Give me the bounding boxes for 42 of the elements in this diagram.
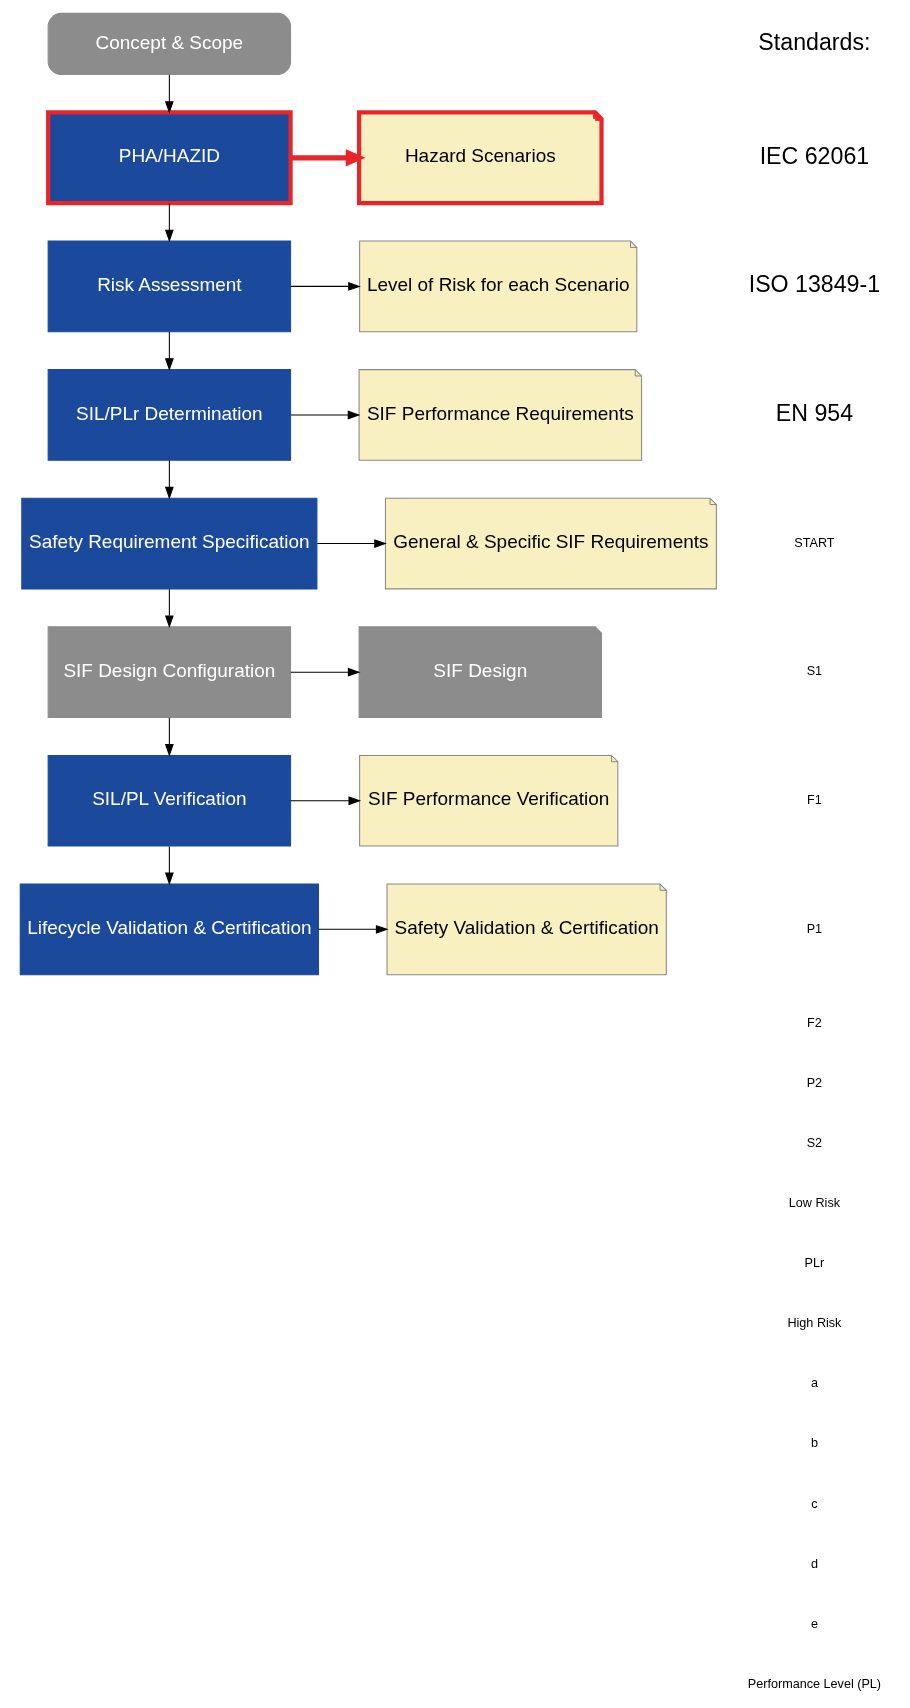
label: P1 [806,921,823,936]
arrow [290,281,361,291]
label: START [794,535,835,550]
arrow [164,845,174,885]
node-box: Risk Assessment [47,240,292,332]
label: e [810,1616,818,1631]
label: PLr [804,1255,825,1270]
label: IEC 62061 [759,142,870,169]
arrow [164,331,174,371]
node-box: PHA/HAZID [46,109,293,205]
node-box: SIL/PLr Determination [47,368,292,461]
arrow [164,73,174,114]
label: S1 [806,663,823,678]
arrow [316,538,387,548]
label: Low Risk [788,1195,841,1210]
label: EN 954 [775,399,854,426]
node-box: Concept & Scope [47,12,292,75]
label: Performance Level (PL) [747,1676,882,1691]
label: d [810,1556,818,1571]
arrow [164,588,174,628]
label: P2 [806,1075,823,1090]
node-box: SIF Design Configuration [47,625,292,718]
node-box: SIL/PL Verification [47,754,292,847]
label: ISO 13849-1 [748,270,881,297]
arrow [164,202,174,242]
arrow [318,924,389,934]
arrow [290,795,362,805]
label: S2 [806,1135,823,1150]
arrow [290,667,361,677]
arrow [164,459,174,499]
arrow [164,716,174,757]
label: c [811,1496,818,1511]
label: High Risk [787,1315,842,1330]
label: F2 [807,1015,822,1030]
node-box: Lifecycle Validation & Certification [19,883,320,975]
label: a [810,1375,818,1390]
arrow [290,410,361,419]
arrow [290,148,366,166]
label: Standards: [758,28,871,55]
node-box: Safety Requirement Specification [21,497,318,589]
label: F1 [807,792,822,807]
label: b [810,1435,818,1450]
